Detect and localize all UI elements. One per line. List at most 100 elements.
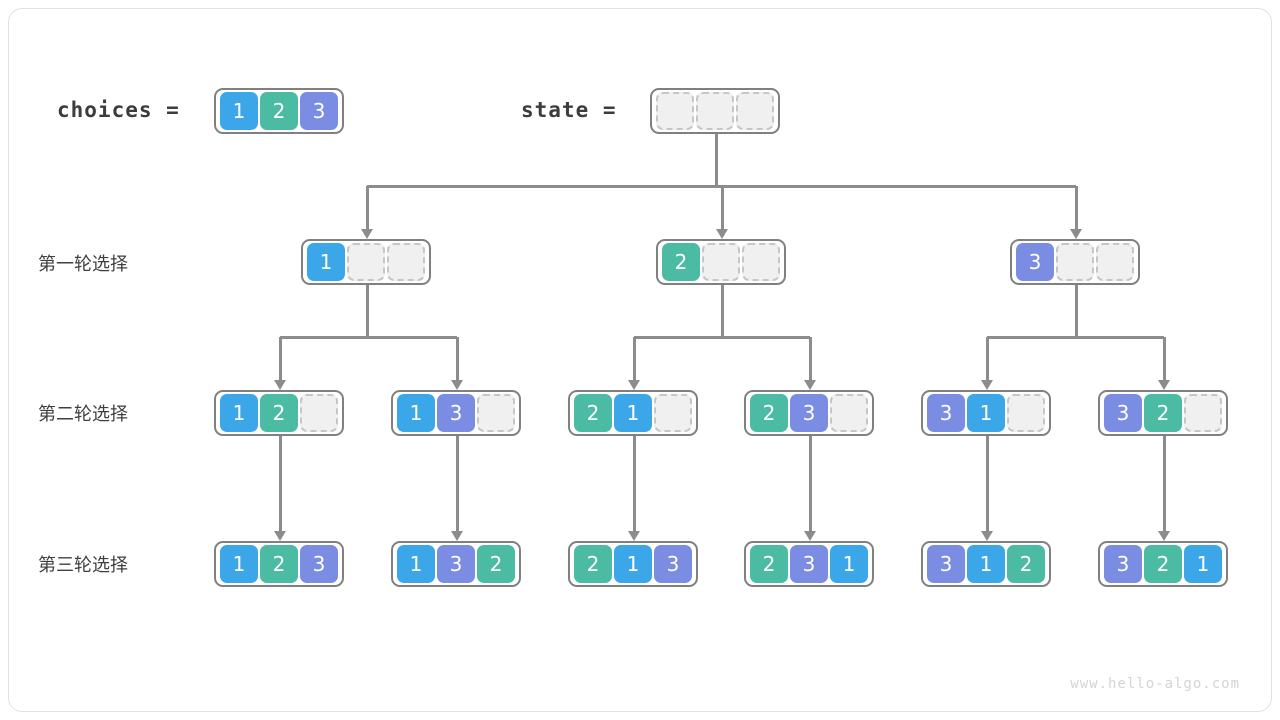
array-cell-1: 1 [397, 394, 435, 432]
row-label-round-2: 第二轮选择 [38, 404, 128, 425]
connector-vertical [720, 186, 724, 229]
connector-vertical [720, 285, 724, 337]
connector-arrowhead [803, 380, 816, 390]
array-cell-empty [387, 243, 425, 281]
connector-arrowhead [450, 531, 463, 541]
array-cell-2: 2 [750, 394, 788, 432]
array-cell-3: 3 [790, 394, 828, 432]
array-cell-2: 2 [260, 394, 298, 432]
connector-arrowhead [273, 531, 286, 541]
array-cell-3: 3 [927, 394, 965, 432]
connector-vertical [365, 285, 369, 337]
array-cell-2: 2 [1144, 394, 1182, 432]
array-cell-3: 3 [654, 545, 692, 583]
state-label: state = [521, 98, 617, 122]
connector-arrowhead [360, 229, 373, 239]
connector-arrowhead [980, 380, 993, 390]
array-cell-3: 3 [300, 92, 338, 130]
connector-arrowhead [980, 531, 993, 541]
array-cell-1: 1 [220, 92, 258, 130]
state-array-round-1-node-1: 1 [301, 239, 431, 285]
array-cell-3: 3 [437, 394, 475, 432]
connector-vertical [985, 337, 989, 380]
array-cell-empty [654, 394, 692, 432]
row-label-round-1: 第一轮选择 [38, 254, 128, 275]
array-cell-2: 2 [1007, 545, 1045, 583]
array-cell-3: 3 [1016, 243, 1054, 281]
connector-vertical [278, 436, 282, 531]
array-cell-2: 2 [750, 545, 788, 583]
array-cell-1: 1 [1184, 545, 1222, 583]
connector-vertical [632, 436, 636, 531]
array-cell-empty [696, 92, 734, 130]
connector-horizontal [987, 335, 1076, 339]
array-cell-1: 1 [397, 545, 435, 583]
array-cell-1: 1 [614, 545, 652, 583]
connector-vertical [455, 337, 459, 380]
choices-label: choices = [57, 98, 180, 122]
watermark: www.hello-algo.com [1070, 676, 1240, 692]
connector-vertical [1162, 337, 1166, 380]
connector-arrowhead [450, 380, 463, 390]
connector-arrowhead [627, 531, 640, 541]
array-cell-2: 2 [574, 545, 612, 583]
connector-vertical [1074, 186, 1078, 229]
state-array [650, 88, 780, 134]
array-cell-empty [736, 92, 774, 130]
connector-horizontal [280, 335, 367, 339]
connector-vertical [808, 337, 812, 380]
array-cell-2: 2 [477, 545, 515, 583]
array-cell-1: 1 [220, 545, 258, 583]
connector-vertical [985, 436, 989, 531]
connector-arrowhead [1069, 229, 1082, 239]
array-cell-empty [1184, 394, 1222, 432]
array-cell-empty [702, 243, 740, 281]
array-cell-empty [477, 394, 515, 432]
array-cell-2: 2 [662, 243, 700, 281]
connector-horizontal [634, 335, 722, 339]
array-cell-empty [1007, 394, 1045, 432]
state-array-round-1-node-3: 3 [1010, 239, 1140, 285]
connector-vertical [1162, 436, 1166, 531]
connector-horizontal [367, 335, 457, 339]
array-cell-empty [656, 92, 694, 130]
array-cell-empty [347, 243, 385, 281]
connector-vertical [278, 337, 282, 380]
array-cell-3: 3 [790, 545, 828, 583]
connector-vertical [455, 436, 459, 531]
connector-vertical [365, 186, 369, 229]
connector-horizontal [722, 335, 810, 339]
array-cell-empty [1096, 243, 1134, 281]
array-cell-2: 2 [260, 92, 298, 130]
connector-horizontal [367, 184, 716, 188]
array-cell-1: 1 [220, 394, 258, 432]
array-cell-1: 1 [967, 394, 1005, 432]
array-cell-empty [830, 394, 868, 432]
array-cell-3: 3 [437, 545, 475, 583]
state-array-round-1-node-2: 2 [656, 239, 786, 285]
connector-horizontal [1076, 335, 1164, 339]
row-label-round-3: 第三轮选择 [38, 555, 128, 576]
figure-frame [8, 8, 1272, 712]
array-cell-empty [742, 243, 780, 281]
connector-vertical [714, 134, 718, 186]
array-cell-1: 1 [830, 545, 868, 583]
array-cell-1: 1 [967, 545, 1005, 583]
array-cell-3: 3 [927, 545, 965, 583]
array-cell-3: 3 [1104, 545, 1142, 583]
connector-arrowhead [273, 380, 286, 390]
array-cell-2: 2 [1144, 545, 1182, 583]
connector-vertical [808, 436, 812, 531]
connector-arrowhead [715, 229, 728, 239]
